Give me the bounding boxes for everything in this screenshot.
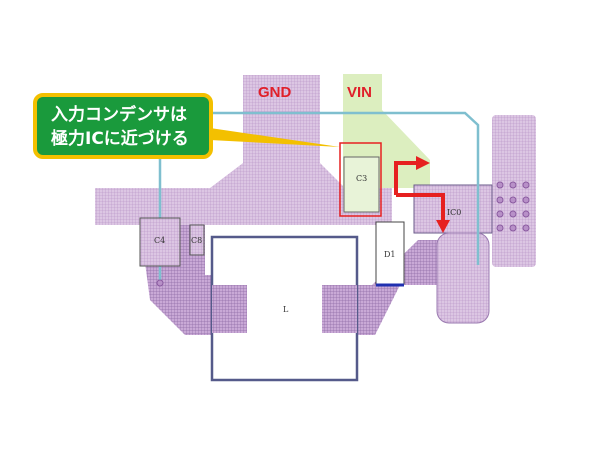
c8-ref: C8 [191, 236, 203, 245]
vias [156, 181, 530, 287]
ic-lower-copper [436, 232, 490, 324]
c3-highlight-box [339, 142, 382, 217]
callout-line-2: 極力ICに近づける [51, 129, 189, 149]
callout-pointer [210, 128, 340, 147]
c8-footprint [189, 224, 205, 256]
c4-footprint [139, 217, 181, 267]
ic-ref: IC0 [447, 208, 462, 217]
d1-footprint [375, 221, 405, 285]
inductor-ref: L [283, 305, 289, 314]
callout-box: 入力コンデンサは 極力ICに近づける [33, 93, 213, 159]
vin-label: VIN [347, 84, 373, 101]
gnd-label: GND [258, 84, 292, 101]
right-copper-pad [492, 115, 536, 267]
c3-footprint [343, 156, 380, 213]
c4-ref: C4 [154, 236, 166, 245]
current-path-arrow [394, 161, 418, 195]
d1-ref: D1 [384, 250, 396, 259]
c3-ref: C3 [356, 174, 368, 183]
trace [160, 111, 480, 265]
callout-line-1: 入力コンデンサは [51, 105, 187, 125]
